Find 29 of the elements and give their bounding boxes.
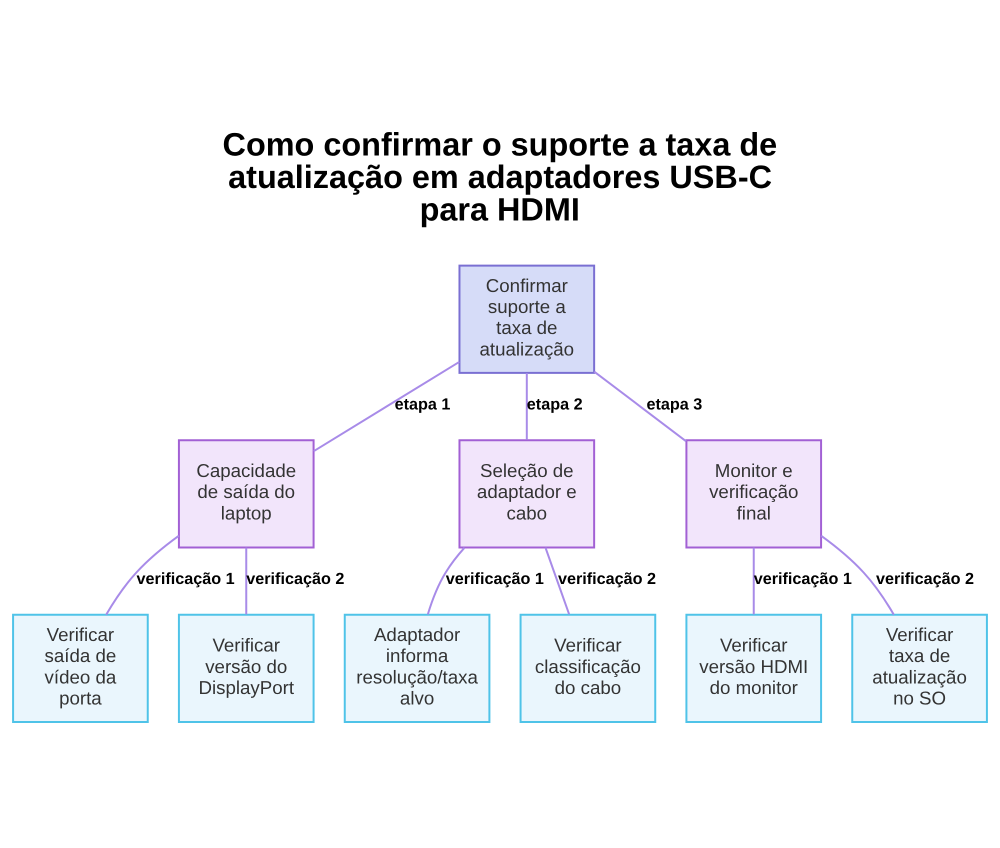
connector (245, 548, 248, 614)
edge-label: verificação 2 (558, 570, 656, 588)
edge-label: etapa 3 (646, 396, 702, 414)
node-box: Verificar taxa de atualização no SO (851, 614, 988, 723)
edge-label: verificação 1 (136, 570, 235, 588)
connector (426, 547, 466, 615)
edge-label: verificação 1 (446, 570, 544, 588)
connector (526, 373, 528, 440)
diagram-title: Como confirmar o suporte a taxa de atualização em adaptadores USB-C para HDMI (222, 126, 778, 228)
edge-label: etapa 1 (394, 396, 450, 414)
connector (752, 548, 755, 614)
node-box: Verificar saída de vídeo da porta (12, 614, 149, 723)
connector (313, 361, 460, 452)
connector (594, 370, 687, 442)
node-box: Adaptador informa resolução/taxa alvo (344, 614, 490, 723)
connector (820, 535, 895, 616)
node-box: Confirmar suporte a taxa de atualização (458, 264, 596, 374)
node-box: Verificar versão HDMI do monitor (685, 614, 822, 723)
connector (544, 547, 570, 615)
node-box: Verificar versão do DisplayPort (178, 614, 315, 723)
edge-label: verificação 1 (754, 570, 852, 588)
edge-label: verificação 2 (246, 570, 344, 588)
edge-label: etapa 2 (526, 396, 583, 414)
node-box: Seleção de adaptador e cabo (458, 439, 596, 548)
node-box: Capacidade de saída do laptop (178, 439, 315, 548)
edge-label: verificação 2 (876, 570, 974, 588)
node-box: Monitor e verificação final (685, 439, 822, 548)
connector (105, 535, 180, 616)
node-box: Verificar classificação do cabo (520, 614, 656, 723)
